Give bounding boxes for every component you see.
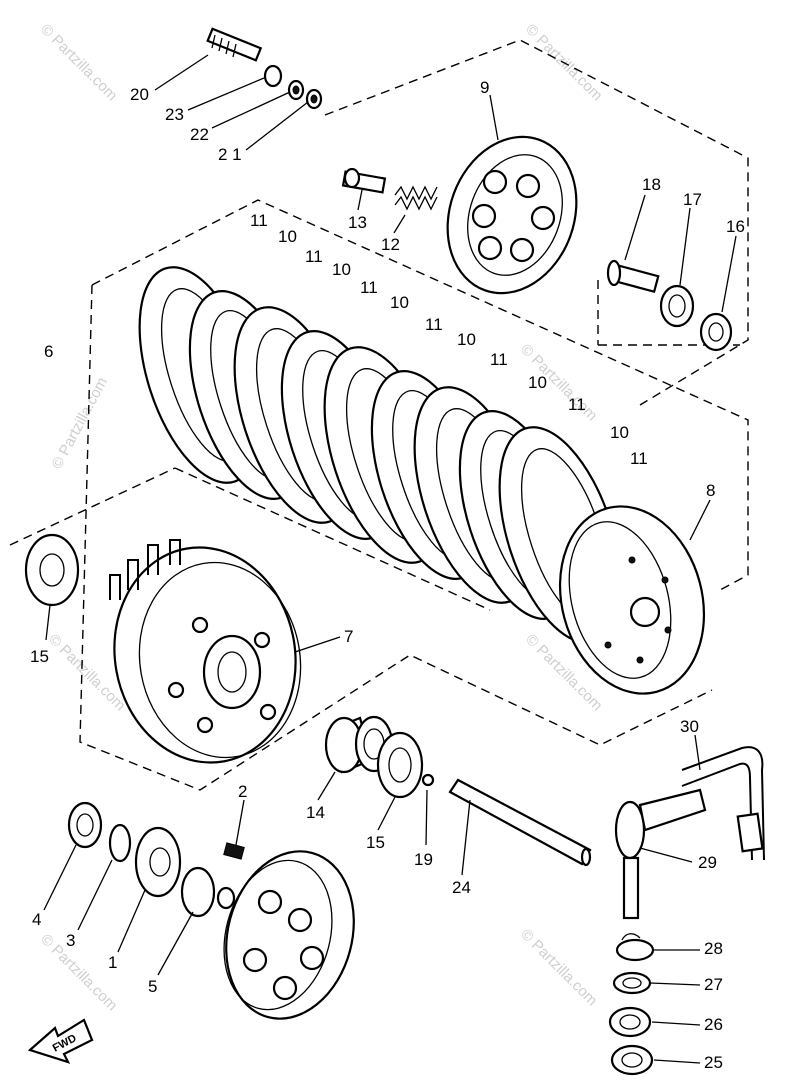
- callout-17: 17: [683, 190, 702, 209]
- watermark-8: © Partzilla.com: [517, 926, 600, 1009]
- callout-15-a: 15: [30, 647, 49, 666]
- callout-10-b: 10: [332, 260, 351, 279]
- callout-labels: 20 23 22 2 1 9 13 12 18 17 16 6 11 10 11…: [30, 78, 745, 1072]
- callout-18: 18: [642, 175, 661, 194]
- push-lever: [614, 788, 707, 920]
- push-rod-assembly: [606, 259, 733, 352]
- callout-4: 4: [32, 910, 41, 929]
- ball-and-push-rod: [421, 773, 592, 867]
- lever-bearing-parts: [608, 933, 655, 1076]
- callout-19: 19: [414, 850, 433, 869]
- callout-30: 30: [680, 717, 699, 736]
- adjuster-bolt: [206, 27, 263, 62]
- lock-nut: [263, 64, 283, 88]
- callout-10-d: 10: [457, 330, 476, 349]
- leader-lines: [43, 54, 737, 1064]
- callout-11-d: 11: [425, 315, 443, 334]
- callout-23: 23: [165, 105, 184, 124]
- watermark-7: © Partzilla.com: [37, 931, 120, 1014]
- callout-11-b: 11: [305, 247, 323, 266]
- watermark-1: © Partzilla.com: [37, 21, 120, 104]
- callout-1: 1: [108, 953, 117, 972]
- clutch-cable: [681, 746, 765, 861]
- callout-11-c: 11: [360, 278, 378, 297]
- callout-10-e: 10: [528, 373, 547, 392]
- callout-8: 8: [706, 481, 715, 500]
- callout-15-b: 15: [366, 833, 385, 852]
- callout-29: 29: [698, 853, 717, 872]
- callout-25: 25: [704, 1053, 723, 1072]
- callout-21: 2 1: [218, 145, 242, 164]
- callout-3: 3: [66, 931, 75, 950]
- callout-26: 26: [704, 1015, 723, 1034]
- callout-28: 28: [704, 939, 723, 958]
- callout-11-e: 11: [490, 350, 508, 369]
- callout-11-a: 11: [250, 211, 268, 230]
- callout-6: 6: [44, 342, 53, 361]
- key-and-cover: [216, 842, 355, 1020]
- callout-22: 22: [190, 125, 209, 144]
- spacer-and-washer: [324, 715, 424, 799]
- small-gear-parts: [67, 801, 216, 918]
- clutch-boss: [558, 505, 706, 695]
- callout-12: 12: [381, 235, 400, 254]
- callout-10-a: 10: [278, 227, 297, 246]
- callout-5: 5: [148, 977, 157, 996]
- callout-14: 14: [306, 803, 325, 822]
- fwd-direction-marker: FWD: [27, 1018, 94, 1064]
- assembly-outlines: [9, 39, 749, 791]
- callout-10-f: 10: [610, 423, 629, 442]
- callout-24: 24: [452, 878, 471, 897]
- callout-13: 13: [348, 213, 367, 232]
- callout-27: 27: [704, 975, 723, 994]
- clutch-housing: [109, 539, 302, 764]
- callout-9: 9: [480, 78, 489, 97]
- callout-7: 7: [344, 627, 353, 646]
- adjuster-bolt-group: [206, 27, 323, 110]
- callout-11-g: 11: [630, 449, 648, 468]
- callout-2: 2: [238, 782, 247, 801]
- callout-16: 16: [726, 217, 745, 236]
- pressure-plate: [446, 135, 578, 295]
- callout-10-c: 10: [390, 293, 409, 312]
- callout-11-f: 11: [568, 395, 586, 414]
- bolt-and-spring: [341, 167, 438, 211]
- clutch-plate-stack: [138, 266, 622, 644]
- watermark-3: © Partzilla.com: [49, 375, 111, 472]
- thrust-washer-left: [24, 533, 80, 607]
- callout-20: 20: [130, 85, 149, 104]
